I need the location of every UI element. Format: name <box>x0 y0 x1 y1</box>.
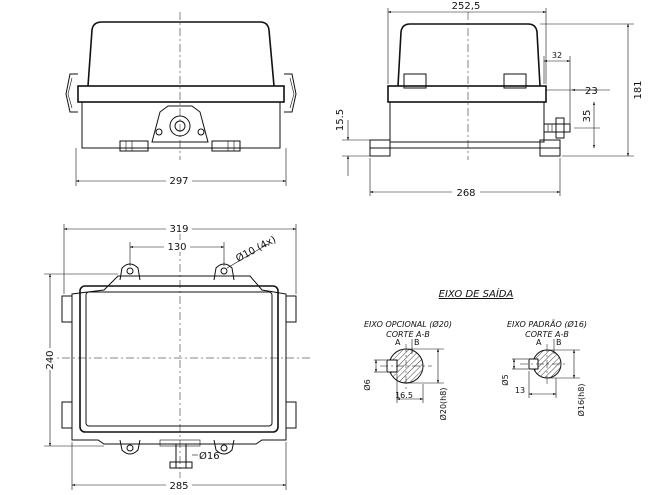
dim-top-height: 240 <box>45 350 56 369</box>
side-view: 252,5 181 32 23 35 15.5 268 <box>335 1 644 199</box>
dim-top-hole-spacing: 130 <box>167 242 186 253</box>
dim-top-width: 319 <box>169 224 188 235</box>
standard-label: EIXO PADRÃO (Ø16) <box>507 319 587 329</box>
dim-top-bottom-width: 285 <box>169 481 188 492</box>
standard-letter-b: B <box>556 338 562 347</box>
optional-key-depth: 16.5 <box>395 391 413 400</box>
standard-letter-a: A <box>536 338 542 347</box>
dim-side-15-5: 15.5 <box>335 109 346 131</box>
dim-side-height: 181 <box>633 80 644 99</box>
optional-diameter: Ø20(h8) <box>438 388 448 421</box>
dim-side-32: 32 <box>552 51 562 60</box>
optional-key-width: Ø6 <box>362 379 372 390</box>
optional-corte: CORTE A-B <box>386 330 430 339</box>
shaft-sections: EIXO DE SAÍDA EIXO OPCIONAL (Ø20) CORTE … <box>362 287 587 420</box>
dim-top-shaft-dia: Ø16 <box>199 450 220 462</box>
optional-label: EIXO OPCIONAL (Ø20) <box>364 319 452 329</box>
optional-letter-a: A <box>395 338 401 347</box>
shaft-section-title: EIXO DE SAÍDA <box>439 287 514 300</box>
dim-side-35: 35 <box>582 110 593 123</box>
dim-top-hole-dia: Ø10 (4x) <box>234 233 278 264</box>
dim-side-23: 23 <box>585 86 598 97</box>
standard-key-depth: 13 <box>515 386 525 395</box>
top-view: 319 130 Ø10 (4x) 240 285 Ø16 <box>42 222 312 492</box>
dim-front-width: 297 <box>169 176 188 187</box>
standard-diameter: Ø16(h8) <box>576 384 586 417</box>
optional-letter-b: B <box>414 338 420 347</box>
shaft-optional: EIXO OPCIONAL (Ø20) CORTE A-B A B Ø6 16.… <box>362 319 452 420</box>
standard-corte: CORTE A-B <box>525 330 569 339</box>
standard-key-width: Ø5 <box>500 374 510 385</box>
dim-side-width: 252,5 <box>452 1 481 12</box>
shaft-standard: EIXO PADRÃO (Ø16) CORTE A-B A B Ø5 13 Ø1… <box>500 319 587 416</box>
front-view: 297 <box>65 12 297 187</box>
dim-side-base-width: 268 <box>456 188 475 199</box>
